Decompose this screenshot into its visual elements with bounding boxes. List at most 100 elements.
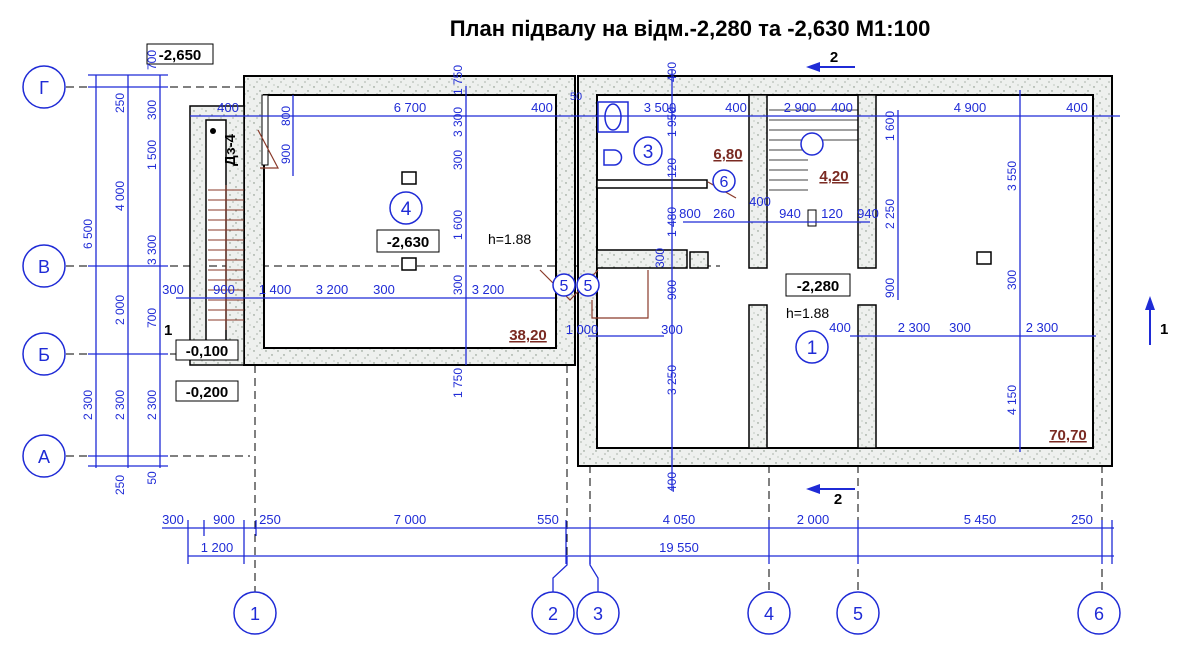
room-4-height: h=1.88: [488, 231, 531, 247]
svg-text:-0,100: -0,100: [186, 343, 229, 360]
room-2-stair-marker: [800, 132, 824, 156]
svg-text:400: 400: [831, 100, 853, 115]
svg-text:4: 4: [764, 604, 774, 624]
svg-text:250: 250: [113, 475, 127, 495]
svg-text:120: 120: [665, 158, 679, 178]
svg-text:7 000: 7 000: [394, 512, 427, 527]
svg-text:-2,280: -2,280: [797, 278, 840, 295]
svg-text:2 000: 2 000: [113, 295, 127, 325]
svg-text:700: 700: [145, 308, 159, 328]
svg-text:300: 300: [653, 248, 667, 268]
lower-left-dims: 1 000 300: [566, 322, 683, 337]
axis-bubble-a: А: [22, 434, 66, 478]
room-1-marker: 1: [795, 330, 829, 364]
svg-text:4 150: 4 150: [1005, 385, 1019, 415]
axis-bubble-2: 2: [531, 556, 575, 635]
left-stair: [208, 185, 244, 330]
svg-text:1: 1: [164, 322, 172, 339]
svg-text:1 400: 1 400: [259, 282, 292, 297]
room-6-marker: 6: [712, 169, 736, 193]
svg-text:3 300: 3 300: [451, 107, 465, 137]
svg-text:250: 250: [113, 93, 127, 113]
axis-bubble-6: 6: [1077, 591, 1121, 635]
room4-vert-dims: 1 750 3 300 300 1 600 300 1 750: [451, 65, 465, 398]
svg-text:3 500: 3 500: [644, 100, 677, 115]
toilet-icon: [597, 101, 629, 133]
svg-text:3 200: 3 200: [472, 282, 505, 297]
plan-top-dims: 400 6 700 400 50 3 500 400 2 900 400 4 9…: [217, 91, 1088, 115]
section-mark-1-left: 1: [164, 322, 172, 339]
svg-text:В: В: [38, 257, 50, 277]
svg-text:400: 400: [531, 100, 553, 115]
column-marker: [401, 257, 417, 271]
center-vert-dims: 400 1 950 120 1 480 300 900 3 250 400: [653, 62, 679, 492]
svg-text:3 200: 3 200: [316, 282, 349, 297]
left-dims: 6 500 250 4 000 2 000 2 300 250 2 300 30…: [81, 50, 159, 495]
bottom-dims-row1: 300 900 250 7 000 550 4 050 2 000 5 450 …: [162, 512, 1093, 527]
drawing-title: План підвалу на відм.-2,280 та -2,630 М1…: [450, 16, 931, 41]
svg-text:2 000: 2 000: [797, 512, 830, 527]
svg-text:6 500: 6 500: [81, 219, 95, 249]
svg-text:2 300: 2 300: [1026, 320, 1059, 335]
svg-text:400: 400: [665, 472, 679, 492]
svg-text:250: 250: [259, 512, 281, 527]
svg-text:5: 5: [853, 604, 863, 624]
svg-text:-2,630: -2,630: [387, 234, 430, 251]
svg-text:50: 50: [145, 471, 159, 485]
svg-text:300: 300: [1005, 270, 1019, 290]
bottom-dims-row2: 1 200 19 550: [201, 540, 699, 555]
svg-text:Б: Б: [38, 345, 50, 365]
level-box-b2: -0,200: [175, 380, 239, 402]
svg-text:2 300: 2 300: [81, 390, 95, 420]
level-box-room1: -2,280: [785, 273, 851, 297]
svg-text:300: 300: [451, 150, 465, 170]
room-3-marker: 3: [633, 136, 663, 166]
svg-text:900: 900: [213, 282, 235, 297]
svg-text:2 250: 2 250: [883, 199, 897, 229]
room-3-area: 6,80: [713, 146, 742, 163]
level-box-b1: -0,100: [175, 339, 239, 361]
svg-text:2: 2: [834, 491, 842, 508]
svg-text:4 050: 4 050: [663, 512, 696, 527]
svg-text:400: 400: [749, 194, 771, 209]
left-block-walls: [189, 75, 576, 366]
svg-text:-0,200: -0,200: [186, 384, 229, 401]
svg-text:5: 5: [584, 278, 593, 295]
svg-text:300: 300: [145, 100, 159, 120]
svg-text:550: 550: [537, 512, 559, 527]
svg-text:50: 50: [570, 91, 582, 103]
svg-text:1 600: 1 600: [883, 111, 897, 141]
svg-text:1: 1: [1160, 321, 1168, 338]
right-vert-dims: 1 600 2 250 900 3 550 300 4 150: [883, 111, 1019, 415]
svg-text:940: 940: [779, 206, 801, 221]
stair-dims: 800 900: [279, 106, 293, 164]
axis-bubble-1: 1: [233, 591, 277, 635]
door-label: Дз-4: [222, 133, 239, 166]
svg-text:900: 900: [665, 280, 679, 300]
svg-text:2 300: 2 300: [145, 390, 159, 420]
svg-text:900: 900: [883, 278, 897, 298]
svg-text:400: 400: [829, 320, 851, 335]
svg-text:300: 300: [661, 322, 683, 337]
section-mark-2-bottom: 2: [806, 484, 855, 508]
svg-text:-2,650: -2,650: [159, 47, 202, 64]
svg-text:3: 3: [593, 604, 603, 624]
svg-text:2: 2: [548, 604, 558, 624]
svg-text:300: 300: [949, 320, 971, 335]
svg-text:3 550: 3 550: [1005, 161, 1019, 191]
plan-mid-dims: 300 900 1 400 3 200 300 3 200: [162, 282, 504, 297]
level-box-top: -2,650: [146, 43, 214, 65]
axis-bubble-3: 3: [576, 556, 620, 635]
svg-text:400: 400: [725, 100, 747, 115]
room-1-area: 70,70: [1049, 427, 1087, 444]
svg-text:800: 800: [679, 206, 701, 221]
svg-text:3 300: 3 300: [145, 235, 159, 265]
svg-text:900: 900: [279, 144, 293, 164]
svg-text:400: 400: [665, 62, 679, 82]
center-row-dims: 800 260 400 940 120 940: [679, 194, 879, 221]
room-6-area: 4,20: [819, 168, 848, 185]
svg-text:1 750: 1 750: [451, 368, 465, 398]
svg-text:1 480: 1 480: [665, 207, 679, 237]
svg-text:940: 940: [857, 206, 879, 221]
svg-text:4 000: 4 000: [113, 181, 127, 211]
